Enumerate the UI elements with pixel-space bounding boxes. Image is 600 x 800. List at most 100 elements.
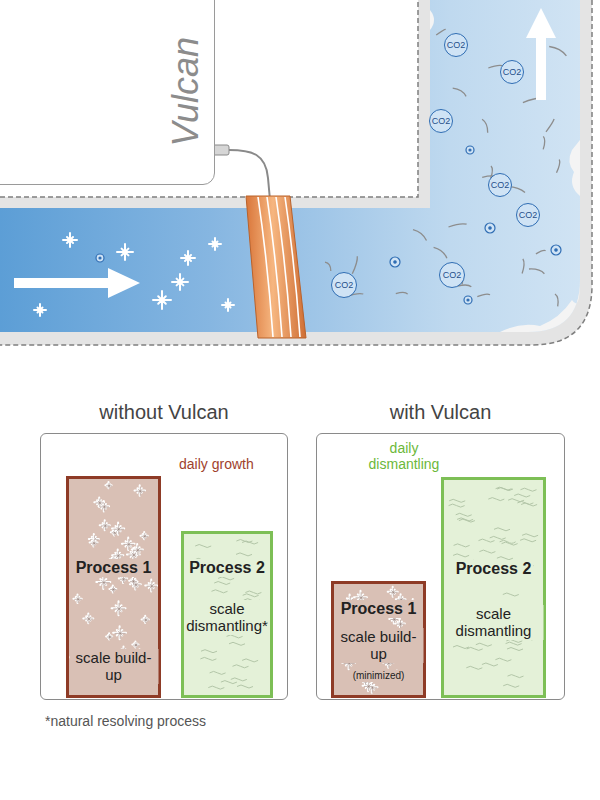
fiber [477, 294, 490, 297]
dash [454, 544, 470, 547]
gas-label: CO2 [503, 67, 522, 77]
crystal [98, 577, 109, 588]
fiber [557, 159, 560, 172]
dash [449, 504, 465, 507]
dash [453, 554, 469, 557]
dash [210, 671, 226, 674]
dash [242, 659, 258, 662]
node-title: Process 1 [74, 559, 154, 577]
co2-bubble: CO2 [429, 109, 453, 133]
gas-label: CO2 [447, 40, 466, 50]
process-box: Process 2scale dismantling [441, 477, 546, 698]
fiber [434, 247, 447, 258]
dash [521, 503, 537, 506]
crystal [106, 633, 112, 639]
dash [502, 542, 518, 545]
fiber [482, 119, 488, 133]
crystal [34, 304, 46, 316]
crystal [134, 643, 139, 648]
dash [482, 663, 498, 666]
node-text: scale dismantling [444, 605, 543, 640]
node-text: daily growth [179, 456, 254, 472]
gas-label: CO2 [335, 280, 354, 290]
crystal [132, 544, 143, 555]
winding [285, 197, 300, 337]
crystal [114, 603, 125, 614]
co2-bubble: CO2 [516, 203, 540, 227]
node-title: with Vulcan [390, 401, 492, 424]
gas-label: CO2 [519, 210, 538, 220]
co2-bubble: CO2 [444, 33, 468, 57]
fiber [555, 294, 558, 306]
dash [521, 488, 537, 491]
process-box: Process 2scale dismantling* [181, 531, 273, 698]
crystal [209, 238, 221, 250]
dash [488, 498, 504, 501]
dash [508, 675, 524, 678]
dash [453, 646, 469, 649]
dash [494, 528, 510, 531]
device-box: Vulcan [0, 0, 215, 185]
fiber [413, 230, 427, 241]
fiber [522, 259, 524, 274]
crystal [83, 613, 93, 623]
crystal [389, 588, 397, 596]
comparison-panel: without Vulcandaily growthProcess 1scale… [40, 433, 288, 700]
crystal [143, 617, 149, 623]
crystal [117, 244, 133, 260]
dash [449, 499, 465, 502]
node-text: scale build-up [69, 649, 158, 684]
dash [495, 658, 511, 661]
dash [200, 657, 216, 660]
dash [514, 494, 530, 497]
fiber [546, 119, 554, 132]
crystal [131, 578, 137, 584]
dash [212, 590, 228, 593]
crystal [142, 616, 149, 623]
cable [229, 150, 270, 200]
fiber [352, 256, 357, 274]
dash [236, 553, 252, 556]
crystal [395, 619, 405, 629]
crystal [75, 596, 82, 603]
crystal [136, 487, 144, 495]
comparison-panel: with Vulcandaily dismantlingProcess 1sca… [316, 433, 565, 700]
crystal [133, 546, 142, 555]
crystal [96, 499, 104, 507]
plug [213, 145, 229, 155]
flow-arrow [526, 8, 556, 100]
dash [496, 487, 512, 490]
crystal [112, 601, 126, 615]
crystal [107, 483, 112, 488]
crystal [112, 523, 124, 535]
crystal [132, 641, 138, 647]
dash [195, 545, 211, 548]
dash [221, 681, 237, 684]
crystal [109, 586, 116, 593]
node-text: scale build-up [334, 628, 423, 663]
crystal [91, 540, 97, 546]
fiber [543, 136, 545, 149]
node-text: daily dismantling [365, 440, 443, 472]
flow-arrow [14, 268, 140, 298]
crystal [101, 522, 109, 530]
coil-windings [258, 197, 300, 337]
dash [233, 665, 249, 668]
gas-label: CO2 [443, 270, 462, 280]
crystal [90, 539, 98, 547]
crystal [145, 580, 157, 592]
fiber [536, 250, 546, 253]
crystal [107, 635, 112, 640]
crystal [135, 485, 146, 496]
dash [503, 593, 519, 596]
dash [236, 540, 252, 543]
node-text: (minimized) [351, 670, 407, 682]
co2-bubble: CO2 [500, 60, 524, 84]
fiber [396, 292, 408, 294]
crystal [105, 482, 111, 488]
scale-deposit [569, 140, 580, 196]
scale-deposit [500, 280, 580, 332]
dash [520, 539, 536, 542]
crystal [141, 532, 148, 539]
process-box: Process 1 scale build-up [66, 476, 161, 698]
